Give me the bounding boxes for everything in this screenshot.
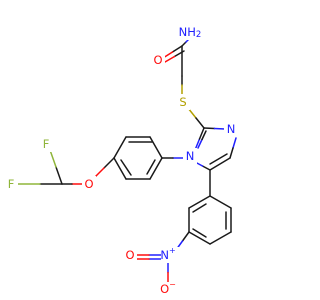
atom-fluorine-top: F [39,136,53,152]
nitro-oxygen-double-label: O [125,248,134,262]
atom-label-layer: NH2 O S N N O F [4,24,238,298]
bond-ring-a-inner-3 [146,159,156,175]
bond-n1-c2-double-b [201,130,207,141]
bond-c2-n3-a [203,127,216,130]
bond-ring-b-5 [188,195,211,209]
bond-ring-a-2 [113,136,127,159]
bond-ring-nitro-a [181,231,190,242]
atom-carbonyl-oxygen: O [151,52,165,68]
atom-nh2: NH2 [179,24,203,40]
nh2-subscript: 2 [196,30,201,40]
fluorine-top-label: F [43,137,50,151]
bond-n3-c4-a [232,137,237,149]
bond-ring-a-5 [149,157,163,180]
nitro-oxygen-single-label: O− [160,280,176,297]
bond-n1-c2-b [198,127,205,140]
atom-fluorine-left: F [4,176,18,192]
amide-nitrogen-label: NH2 [179,25,202,40]
bond-c-f-top-a [55,166,63,185]
molecule-structure: NH2 O S N N O F [4,24,238,298]
ether-oxygen-label: O [84,177,93,191]
carbonyl-oxygen-label: O [153,53,162,67]
nitro-o-text: O [160,282,169,296]
bond-ring-b-3 [188,231,211,245]
sulfur-label: S [179,95,186,109]
nitro-o-charge: − [169,280,176,289]
imidazole-n3-label: N [227,122,236,136]
bond-c-f-top-b [49,149,57,168]
bond-ring-a-3 [113,157,127,180]
bond-c-nh2-a [181,41,187,47]
imidazole-n1-label: N [186,149,195,163]
atom-imidazole-n3: N [224,121,238,137]
bond-s-c2-b [195,117,205,129]
atom-nitro-nitrogen: N+ [160,246,181,263]
bond-ring-o-a [103,157,115,169]
bond-c2-n3-b [213,127,226,130]
bond-layer [17,37,237,283]
bond-ring-b-inner-2 [192,203,207,213]
atom-nitro-oxygen-double: O [123,247,137,263]
bond-ring-a-0 [149,136,163,159]
bond-c-o-2-b [164,55,176,63]
nitro-nitrogen-label: N+ [160,246,175,263]
nh-text: NH [179,25,196,39]
bond-n1-c2-double-a [197,138,203,149]
bond-c4-c5 [209,157,231,171]
bond-ring-b-2 [209,231,232,245]
bond-c-o-1-a [171,45,183,53]
atom-nitro-oxygen-single: O− [160,280,182,298]
nitro-n-charge: + [169,246,176,255]
bond-c4-c5-double [209,153,228,165]
nitro-n-text: N [160,248,169,262]
atom-ether-oxygen: O [82,176,96,192]
bond-ring-a-inner-2 [120,159,132,176]
bond-ring-b-0 [209,195,232,209]
atom-imidazole-n1: N [183,148,197,164]
bond-ring-b-inner-3 [192,228,207,238]
atom-sulfur: S [176,94,190,110]
fluorine-left-label: F [8,177,15,191]
bond-c5-n1-a [201,165,211,171]
bond-n3-c4-b [229,147,234,159]
